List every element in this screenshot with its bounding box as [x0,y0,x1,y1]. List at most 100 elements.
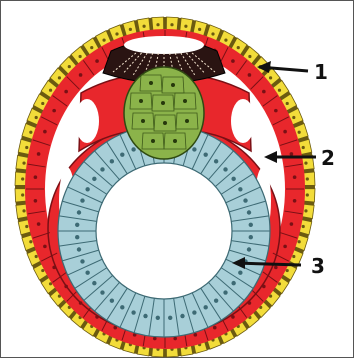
inner-cell-nucleus [203,152,207,156]
middle-cell-nucleus [95,315,99,319]
inner-cell-nucleus [203,305,207,309]
outer-cell-nucleus [35,116,38,119]
outer-cell-nucleus [286,269,289,272]
outer-cell-nucleus [41,102,44,105]
inner-cell-nucleus [92,177,96,181]
inner-cell-nucleus [231,177,235,181]
inner-cell-nucleus [110,298,114,302]
green-cell-nucleus [161,101,165,105]
inner-cell-nucleus [238,270,242,274]
middle-cell-nucleus [34,199,38,203]
outer-cell-nucleus [302,225,305,228]
inner-cell-nucleus [131,147,135,151]
inner-cell-nucleus [249,223,253,227]
outer-cell-nucleus [142,25,145,28]
outer-cell-nucleus [269,76,272,79]
green-cell-nucleus [171,83,175,87]
intercellular-gap [231,99,255,143]
middle-cell-nucleus [79,301,83,305]
green-cell-mass [124,67,204,159]
middle-cell-nucleus [64,90,68,94]
green-cell-nucleus [151,139,155,143]
label-3: 3 [311,254,325,278]
green-cell-nucleus [183,99,187,103]
middle-cell-nucleus [231,59,235,63]
middle-cell-nucleus [52,266,56,270]
inner-cell-nucleus [120,305,124,309]
inner-cavity [96,163,232,299]
outer-cell-nucleus [224,39,227,42]
inner-cell-nucleus [231,281,235,285]
middle-cell-nucleus [213,326,217,330]
outer-cell-nucleus [278,89,281,92]
inner-cell-nucleus [214,159,218,163]
inner-cell-nucleus [85,270,89,274]
middle-cell-nucleus [37,222,41,226]
outer-cell-nucleus [304,209,307,212]
inner-cell-nucleus [192,147,196,151]
middle-cell-nucleus [64,285,68,289]
outer-cell-nucleus [292,116,295,119]
outer-cell-nucleus [304,162,307,165]
inner-cell-nucleus [80,259,84,263]
inner-cell-nucleus [100,290,104,294]
inner-cell-nucleus [100,167,104,171]
label-2: 2 [321,146,335,170]
outer-cell-nucleus [22,162,25,165]
middle-cell-nucleus [290,222,294,226]
middle-cell-nucleus [283,245,287,249]
outer-cell-nucleus [170,23,173,26]
outer-cell-nucleus [90,46,93,49]
middle-cell-nucleus [37,152,41,156]
green-cell-nucleus [139,99,143,103]
inner-cell-nucleus [168,316,172,320]
inner-cell-nucleus [77,247,81,251]
middle-cell-nucleus [274,109,278,113]
middle-cell-nucleus [283,130,287,134]
outer-cell-nucleus [248,55,251,58]
outer-cell-nucleus [68,65,71,68]
outer-cell-nucleus [298,131,301,134]
outer-cell-nucleus [79,55,82,58]
label-1: 1 [314,60,328,84]
outer-cell-nucleus [156,23,159,26]
inner-cell-nucleus [110,159,114,163]
inner-cell-nucleus [143,314,147,318]
middle-cell-nucleus [43,245,47,249]
middle-cell-nucleus [248,301,252,305]
outer-cell-nucleus [115,32,118,35]
green-cell-nucleus [173,139,177,143]
outer-cell-nucleus [22,209,25,212]
outer-cell-nucleus [25,146,28,149]
outer-cell-nucleus [29,240,32,243]
outer-cell-nucleus [211,32,214,35]
inner-cell-nucleus [214,298,218,302]
inner-cell-nucleus [75,235,79,239]
inner-cell-nucleus [247,247,251,251]
inner-cell-nucleus [92,281,96,285]
inner-cell-nucleus [192,310,196,314]
inner-cell-nucleus [131,310,135,314]
inner-cell-nucleus [80,198,84,202]
outer-cell-nucleus [21,177,24,180]
green-cell-nucleus [149,81,153,85]
inner-cell-nucleus [223,290,227,294]
green-cell-nucleus [141,119,145,123]
outer-cell-nucleus [102,39,105,42]
middle-cell-nucleus [290,152,294,156]
outer-cell-nucleus [237,46,240,49]
outer-cell-nucleus [21,193,24,196]
outer-cell-nucleus [298,240,301,243]
green-cell-nucleus [185,119,189,123]
inner-cell-nucleus [77,210,81,214]
outer-cell-nucleus [41,269,44,272]
middle-cell-nucleus [262,90,266,94]
inner-cell-nucleus [75,223,79,227]
intercellular-gap [75,99,99,143]
middle-cell-nucleus [34,175,38,179]
middle-cell-nucleus [43,130,47,134]
outer-cell-nucleus [198,28,201,31]
outer-cell-nucleus [25,225,28,228]
